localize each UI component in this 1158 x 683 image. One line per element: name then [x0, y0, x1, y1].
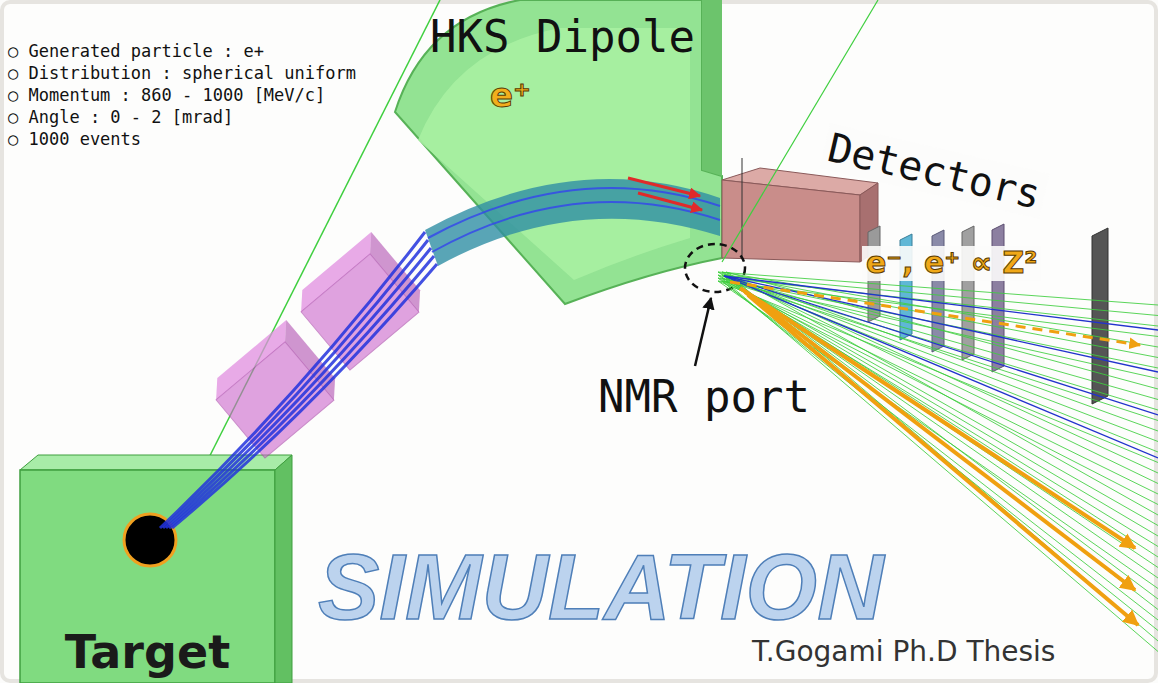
beam-track: [163, 240, 428, 528]
node-label: Target: [65, 626, 230, 679]
track-arrow: [638, 193, 702, 210]
track-arrow: [730, 282, 1140, 345]
label-holder: T.Gogami Ph.D Thesis: [752, 636, 1055, 668]
label-holder: ○ Distribution : spherical uniform: [8, 64, 356, 84]
detector-label: Detectors: [820, 123, 1049, 218]
particle-track: [726, 278, 1158, 578]
target-box: [20, 470, 275, 683]
particle-tag: e⁺: [490, 76, 531, 115]
condition-item: ○ Angle : 0 - 2 [mrad]: [8, 108, 233, 128]
label-holder: Detectors: [820, 123, 1049, 218]
label-holder: e⁻, e⁺ ∝ Z²: [862, 246, 1041, 281]
condition-item: ○ Momentum : 860 - 1000 [MeV/c]: [8, 86, 325, 106]
label-holder: ○ Generated particle : e+: [8, 42, 264, 62]
detector-plane: [1092, 228, 1108, 404]
label-holder: e⁺: [490, 76, 531, 115]
beam-track: [160, 232, 425, 528]
detector-post: [742, 158, 743, 258]
detector-box: [722, 180, 860, 262]
label-holder: ○ Angle : 0 - 2 [mrad]: [8, 108, 233, 128]
part-label: NMR port: [598, 372, 810, 423]
beam-track: [169, 256, 434, 528]
dipole-side: [702, 0, 722, 176]
dipole-magnet: [395, 0, 722, 304]
label-holder: ○ Momentum : 860 - 1000 [MeV/c]: [8, 86, 325, 106]
beam-track: [428, 188, 720, 238]
target-box: Target: [20, 470, 275, 683]
condition-item: ○ Generated particle : e+: [8, 42, 264, 62]
condition-item: ○ 1000 events: [8, 130, 141, 150]
label-holder: ○ 1000 events: [8, 130, 141, 150]
dipole-label-area: HKS Dipole: [428, 10, 701, 66]
leader-arrow: [695, 298, 711, 366]
watermark: SIMULATION: [318, 535, 884, 641]
beam-envelope: [425, 179, 720, 266]
positron-track: [724, 276, 1158, 458]
beam-track: [166, 248, 431, 528]
label-holder: SIMULATION: [318, 535, 884, 641]
beam-track: [432, 202, 720, 252]
label-holder: NMR port: [598, 372, 810, 423]
credit: T.Gogami Ph.D Thesis: [752, 636, 1055, 668]
particle-tag: e⁻, e⁺ ∝ Z²: [862, 246, 1041, 281]
target-side: [275, 455, 292, 683]
condition-item: ○ Distribution : spherical uniform: [8, 64, 356, 84]
beam-track: [172, 264, 437, 528]
node-label: HKS Dipole: [430, 12, 695, 63]
